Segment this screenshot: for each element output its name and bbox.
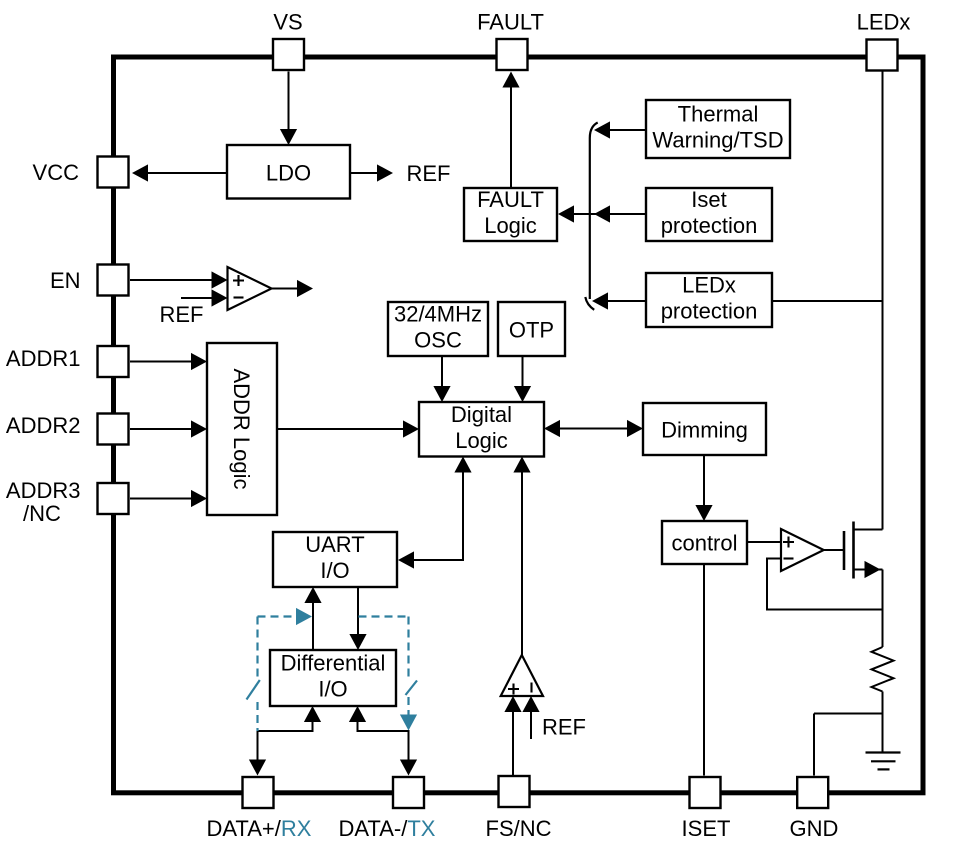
svg-text:GND: GND: [790, 816, 839, 841]
svg-text:Warning/TSD: Warning/TSD: [652, 128, 783, 153]
svg-text:EN: EN: [50, 268, 81, 293]
svg-text:FS/NC: FS/NC: [486, 816, 552, 841]
svg-text:OSC: OSC: [414, 328, 462, 353]
svg-text:DATA+/RX: DATA+/RX: [207, 816, 312, 841]
svg-text:REF: REF: [407, 161, 451, 186]
svg-text:VCC: VCC: [33, 160, 80, 185]
svg-text:ADDR Logic: ADDR Logic: [229, 368, 254, 489]
svg-text:protection: protection: [661, 299, 758, 324]
svg-text:Thermal: Thermal: [678, 102, 759, 127]
svg-text:I/O: I/O: [318, 677, 347, 702]
svg-text:control: control: [671, 531, 737, 556]
svg-text:FAULT: FAULT: [477, 10, 544, 35]
svg-text:OTP: OTP: [509, 318, 554, 343]
svg-text:LEDx: LEDx: [682, 273, 736, 298]
svg-text:Logic: Logic: [484, 213, 537, 238]
svg-text:VS: VS: [273, 10, 302, 35]
svg-text:REF: REF: [160, 302, 204, 327]
svg-text:Iset: Iset: [691, 187, 726, 212]
svg-text:ADDR2: ADDR2: [6, 413, 81, 438]
svg-text:32/4MHz: 32/4MHz: [394, 302, 482, 327]
svg-text:Logic: Logic: [455, 428, 508, 453]
svg-text:protection: protection: [661, 213, 758, 238]
svg-text:FAULT: FAULT: [477, 187, 544, 212]
svg-text:Differential: Differential: [281, 651, 386, 676]
svg-text:ADDR3: ADDR3: [6, 478, 81, 503]
svg-text:Digital: Digital: [451, 402, 512, 427]
svg-text:DATA-/TX: DATA-/TX: [339, 816, 436, 841]
svg-text:LEDx: LEDx: [857, 10, 911, 35]
svg-text:I/O: I/O: [320, 558, 349, 583]
svg-text:ISET: ISET: [682, 816, 731, 841]
svg-text:UART: UART: [305, 532, 365, 557]
svg-text:REF: REF: [542, 715, 586, 740]
svg-text:Dimming: Dimming: [661, 418, 748, 443]
svg-text:ADDR1: ADDR1: [6, 346, 81, 371]
svg-text:LDO: LDO: [266, 161, 311, 186]
svg-text:/NC: /NC: [23, 501, 61, 526]
